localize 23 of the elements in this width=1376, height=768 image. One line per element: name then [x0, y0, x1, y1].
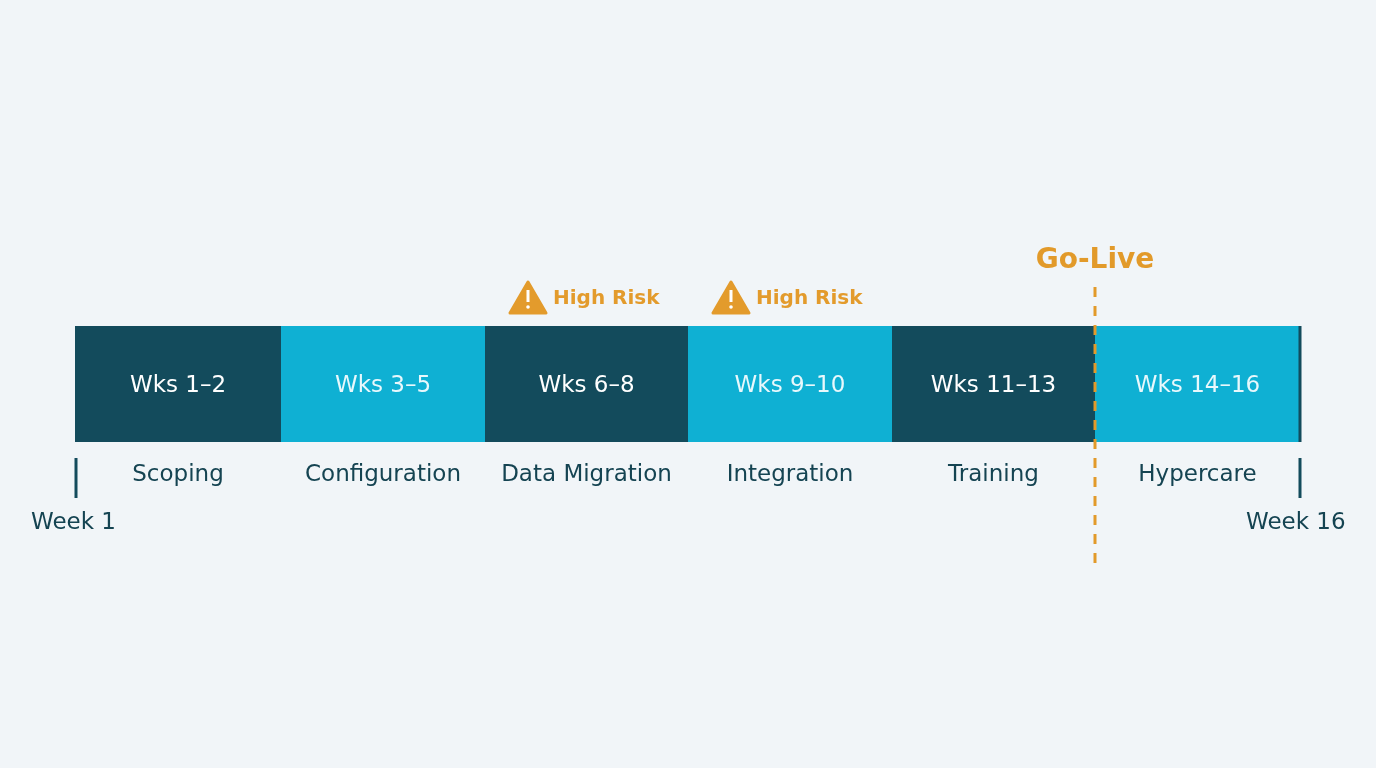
week-range-text: Wks 6–8 — [538, 371, 635, 397]
phase-name: Hypercare — [1137, 459, 1258, 488]
phase-bar-segment — [281, 326, 485, 442]
phase-name: Configuration — [304, 459, 462, 488]
phase-name: Integration — [725, 459, 855, 488]
week-label: Week 16 — [1246, 508, 1346, 534]
week-range-text: Wks 1–2 — [129, 371, 227, 397]
phase-bar-segment — [688, 326, 892, 442]
phase-bar-segment — [75, 326, 281, 442]
phase-bar-segment — [1095, 326, 1300, 442]
risk-label: High Risk — [756, 285, 863, 309]
phase-name: Data Migration — [500, 459, 673, 488]
phase-name: Training — [947, 459, 1040, 488]
risk-label: High Risk — [553, 285, 660, 309]
phase-bar-segment — [892, 326, 1095, 442]
week-range-text: Wks 3–5 — [334, 371, 432, 397]
week-range-text: Wks 11–13 — [930, 371, 1057, 397]
week-range-text: Wks 14–16 — [1134, 371, 1261, 397]
week-label: Week 1 — [31, 508, 116, 534]
go-live-label: Go-Live — [1035, 242, 1155, 275]
phase-bar-segment — [485, 326, 688, 442]
phase-name: Scoping — [131, 459, 225, 488]
week-range-text: Wks 9–10 — [734, 371, 846, 397]
